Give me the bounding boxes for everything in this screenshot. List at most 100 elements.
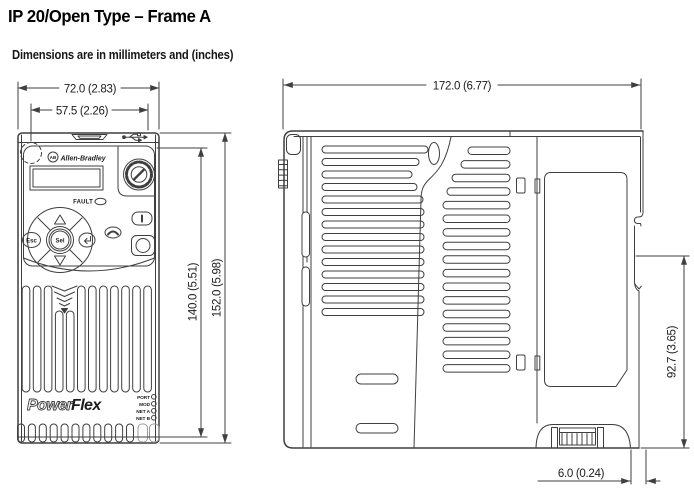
keypad-dpad: Esc Sel xyxy=(22,207,96,273)
side-vent-slot xyxy=(442,282,511,291)
vent-slot xyxy=(99,285,108,393)
enter-button xyxy=(78,232,96,248)
side-vent-slot xyxy=(321,183,418,191)
led-label-net-a: NET A xyxy=(136,409,150,415)
dim-overall-depth-value: 172.0 (6.77) xyxy=(433,81,492,93)
foot-slot xyxy=(126,423,134,443)
front-view-dimensions: 72.0 (2.83) 57.5 (2.26) 140.0 (5.51) xyxy=(17,81,232,444)
side-vent-slot xyxy=(442,228,511,237)
vent-slot xyxy=(121,285,130,393)
vent-slot xyxy=(43,285,53,393)
dim-overall-width: 72.0 (2.83) xyxy=(17,81,160,130)
foot-slot xyxy=(104,423,113,443)
up-arrow-icon xyxy=(54,214,66,225)
foot-slot xyxy=(60,423,69,443)
side-vent-slot xyxy=(321,220,425,229)
dim-latch-extension: 6.0 (0.24) xyxy=(537,449,661,485)
vent-slot xyxy=(110,285,119,393)
side-vent-slot xyxy=(442,241,511,251)
led-label-net-b: NET B xyxy=(136,416,151,422)
esc-button-label: Esc xyxy=(26,238,37,244)
side-vent-slot xyxy=(451,173,511,183)
allen-bradley-logo-icon xyxy=(47,151,59,163)
foot-slot xyxy=(71,423,80,443)
side-vent-slot xyxy=(460,160,511,169)
screw-hole-oval xyxy=(428,142,440,165)
sel-button xyxy=(48,228,72,252)
figure-title: IP 20/Open Type – Frame A xyxy=(8,6,211,26)
front-view-drawing: AB Allen-Bradley FAULT xyxy=(17,132,160,444)
dim-mounting-height: 140.0 (5.51) xyxy=(17,147,208,438)
side-vent-slot xyxy=(321,208,425,216)
side-slot xyxy=(355,423,399,434)
front-body-outline xyxy=(17,132,160,444)
allen-bradley-monogram: AB xyxy=(50,155,57,160)
foot-slot xyxy=(82,423,91,443)
status-led-block: PORT MOD NET A NET B xyxy=(136,394,157,422)
side-vent-slot xyxy=(321,195,424,204)
housing-divider-curve xyxy=(413,136,452,449)
side-vent-slot xyxy=(442,255,511,264)
vent-slot xyxy=(132,285,141,393)
dim-din-height-value: 92.7 (3.65) xyxy=(667,325,679,378)
side-vent-slot xyxy=(442,296,511,305)
product-logo-flex: Flex xyxy=(71,397,102,414)
dim-overall-width-value: 72.0 (2.83) xyxy=(64,84,117,96)
side-vent-slot xyxy=(442,268,511,278)
figure-subtitle: Dimensions are in millimeters and (inche… xyxy=(12,48,234,62)
fault-label: FAULT xyxy=(73,200,93,206)
cover-clips xyxy=(516,177,541,371)
side-vent-slot xyxy=(467,146,511,155)
side-vent-slot xyxy=(442,309,511,319)
dim-overall-height-value: 152.0 (5.98) xyxy=(212,258,224,317)
side-vent-slot xyxy=(321,283,425,291)
side-slot xyxy=(355,373,399,385)
side-view-dimensions: 172.0 (6.77) 92.7 (3.65) 6.0 (0.24) xyxy=(282,78,690,485)
side-vent-slot xyxy=(321,170,413,179)
front-din-latch-tabs xyxy=(137,423,160,443)
warning-symbol-icon xyxy=(51,285,78,314)
stop-button xyxy=(131,235,155,256)
side-vent-slot xyxy=(321,308,425,316)
side-vent-slot xyxy=(442,350,511,359)
led-label-mod: MOD xyxy=(139,402,151,408)
vent-slot xyxy=(77,285,86,393)
terminal-cover xyxy=(544,172,628,387)
keypad-bezel xyxy=(23,145,155,267)
vent-slot xyxy=(54,310,64,393)
vent-slot xyxy=(88,285,97,393)
top-cover-slot xyxy=(71,134,108,140)
vent-slot xyxy=(21,285,31,393)
down-arrow-icon xyxy=(54,255,66,266)
led-label-port: PORT xyxy=(137,395,150,401)
side-vent-slot xyxy=(442,200,511,210)
side-vent-slot xyxy=(321,295,425,304)
vent-slot xyxy=(65,310,75,393)
dim-latch-extension-value: 6.0 (0.24) xyxy=(558,468,605,480)
vent-slot xyxy=(32,285,42,393)
side-vent-slot xyxy=(321,158,420,166)
dim-mounting-height-value: 140.0 (5.51) xyxy=(188,262,200,321)
usb-icon xyxy=(122,132,148,143)
esc-button xyxy=(22,232,41,248)
vent-slot xyxy=(143,285,152,393)
product-logo-power: Power xyxy=(27,397,73,414)
side-vent-slot xyxy=(442,364,511,373)
knob-side-profile xyxy=(278,159,288,189)
foot-slot xyxy=(93,423,102,443)
side-vent-slot xyxy=(321,233,425,241)
foot-slot xyxy=(17,423,25,443)
din-rail-lower-hook xyxy=(634,280,640,449)
direction-indicator xyxy=(104,226,122,239)
fault-led xyxy=(94,197,107,206)
foot-slot xyxy=(115,423,124,443)
side-vent-slot xyxy=(442,214,511,223)
foot-slot xyxy=(38,423,47,443)
start-button xyxy=(131,211,153,226)
foot-slot xyxy=(27,423,36,443)
side-view-drawing xyxy=(278,130,644,449)
speed-potentiometer-knob xyxy=(123,158,155,191)
side-vent-slot xyxy=(321,145,429,154)
product-logo: PowerFlex xyxy=(27,397,102,414)
